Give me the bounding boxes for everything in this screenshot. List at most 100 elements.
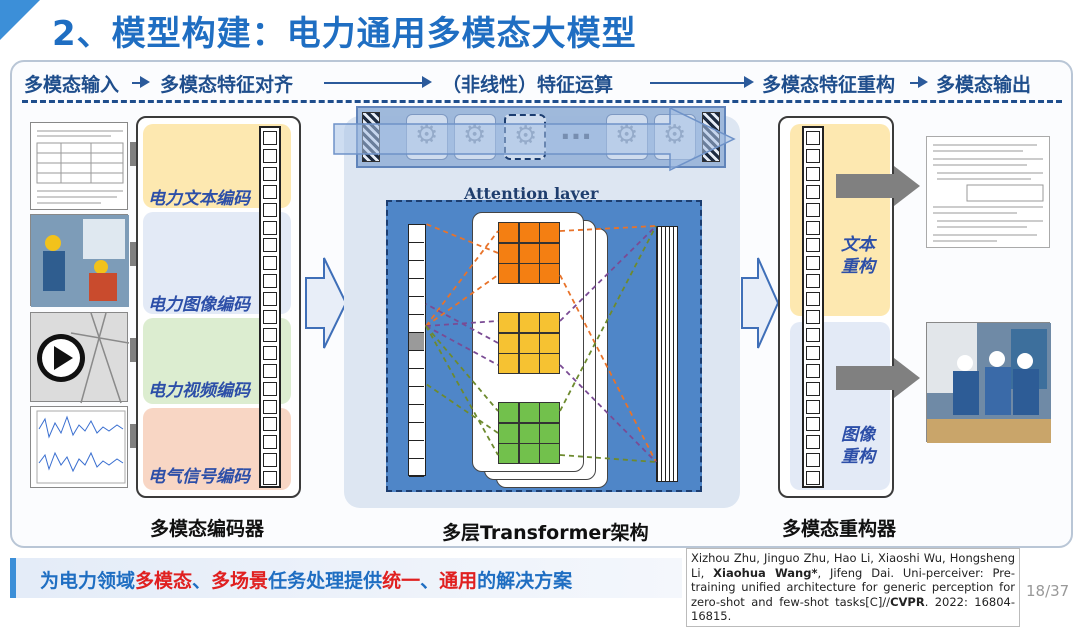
token-cell: [806, 274, 820, 289]
flow-recon: 多模态特征重构: [762, 74, 896, 96]
reconstructor-token-column: [802, 126, 824, 488]
vector-cell: [409, 387, 424, 405]
encoder-label-signal: 电气信号编码: [148, 467, 250, 487]
token-cell: [263, 238, 277, 253]
attention-grid-cell: [499, 333, 518, 353]
citation-title: , Jifeng Dai. Uni-perceiver: Pre-trainin…: [691, 565, 1015, 609]
attention-grid-cell: [499, 223, 518, 242]
token-cell: [263, 381, 277, 396]
vector-cell: [409, 441, 424, 459]
token-cell: [806, 417, 820, 432]
document-lines-icon: [36, 130, 124, 204]
flow-arrow-to-transformer: [305, 257, 348, 349]
attention-grid-cell: [540, 223, 559, 242]
attention-grid-cell: [519, 423, 539, 443]
attention-grid-cell: [519, 223, 539, 242]
attention-grid-cell: [519, 313, 539, 332]
encoder-label-text: 电力文本编码: [148, 189, 250, 209]
vector-cell: [409, 261, 424, 279]
summary-text-part: 的解决方案: [477, 570, 573, 592]
attention-grid-cell: [519, 444, 539, 463]
token-cell: [806, 345, 820, 360]
attention-line: [425, 274, 499, 327]
token-cell: [263, 148, 277, 163]
attention-grid-cell: [499, 354, 518, 373]
token-cell: [806, 131, 820, 145]
attention-line: [425, 325, 499, 366]
token-cell: [263, 292, 277, 307]
token-cell: [806, 220, 820, 235]
token-cell: [263, 274, 277, 289]
attention-grid-cell: [519, 333, 539, 353]
flow-arrowhead-1: [140, 76, 150, 88]
vector-cell: [409, 459, 424, 477]
flow-arrow-to-reconstructor: [741, 257, 780, 349]
token-cell: [263, 184, 277, 199]
token-cell: [806, 453, 820, 468]
input-token-vector: [408, 224, 426, 477]
citation-venue: CVPR: [890, 594, 925, 609]
vector-cell: [409, 243, 424, 261]
token-cell: [806, 363, 820, 378]
vector-cell: [409, 225, 424, 243]
summary-banner: [10, 558, 682, 598]
token-cell: [806, 310, 820, 324]
attention-grid-cell: [540, 313, 559, 332]
flow-arrowhead-2: [422, 76, 432, 88]
attention-line: [425, 303, 499, 344]
token-cell: [263, 166, 277, 181]
attention-line: [425, 230, 499, 327]
encoder-label-image: 电力图像编码: [148, 295, 250, 315]
summary-text-part: 、: [192, 570, 212, 592]
attention-line: [425, 325, 499, 412]
attention-line: [425, 383, 499, 434]
attention-line: [559, 225, 657, 232]
flow-arrowhead-3: [744, 76, 754, 88]
token-cell: [806, 435, 820, 450]
citation-authors: Xizhou Zhu, Jinguo Zhu, Hao Li, Xiaoshi …: [691, 551, 1015, 580]
attention-line: [559, 364, 657, 463]
token-cell: [806, 471, 820, 486]
play-icon: [37, 312, 130, 404]
vector-cell: [409, 369, 424, 387]
page-number: 18/37: [1026, 582, 1070, 600]
summary-text-part: 多场景: [211, 570, 269, 592]
token-cell: [263, 310, 277, 324]
vector-cell: [409, 405, 424, 423]
attention-grid-cell: [519, 264, 539, 283]
vector-cell: [409, 351, 424, 369]
attention-grid-cell: [540, 243, 559, 263]
attention-grid-cell: [499, 423, 518, 443]
attention-line: [559, 274, 657, 463]
attention-grid-cell: [540, 423, 559, 443]
reconstructor-label-image: 图像重构: [841, 425, 875, 467]
flow-arrow-2: [324, 82, 424, 84]
flow-arrow-1: [132, 82, 142, 84]
attention-grid-cell: [519, 243, 539, 263]
flow-arrow-4: [910, 82, 920, 84]
output-image-thumbnail: [926, 322, 1051, 443]
token-cell: [263, 256, 277, 271]
token-cell: [263, 417, 277, 432]
vector-cell: [409, 333, 424, 351]
vector-cell: [409, 315, 424, 333]
token-cell: [263, 471, 277, 486]
token-cell: [806, 292, 820, 307]
citation-pages: . 2022: 16804-16815.: [691, 594, 1015, 624]
token-cell: [263, 435, 277, 450]
attention-grid-green: [498, 402, 560, 464]
token-cell: [806, 184, 820, 199]
vector-cell: [409, 279, 424, 297]
output-arrowhead-text: [894, 166, 920, 206]
waveform-icon: [36, 410, 126, 484]
summary-text-part: 统一: [382, 570, 421, 592]
token-cell: [806, 202, 820, 217]
encoder-caption: 多模态编码器: [150, 518, 265, 540]
token-cell: [263, 131, 277, 145]
attention-grid-cell: [540, 333, 559, 353]
summary-text-part: 、: [420, 570, 440, 592]
encoder-label-video: 电力视频编码: [148, 381, 250, 401]
slide-title: 2、模型构建：电力通用多模态大模型: [52, 14, 637, 54]
document-lines-icon: [933, 144, 1044, 242]
reconstructor-caption: 多模态重构器: [782, 518, 897, 540]
